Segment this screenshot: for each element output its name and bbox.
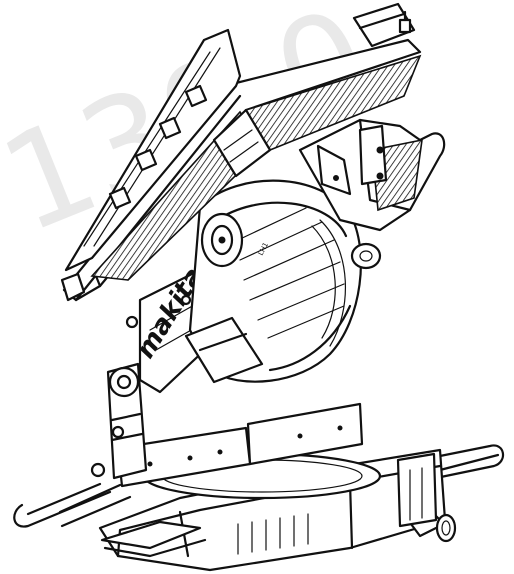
blade-edge: [311, 219, 347, 347]
saw-base: [13, 444, 504, 572]
blade-guard: LH1: [184, 179, 382, 384]
upper-table: [60, 2, 422, 302]
motor-handle: [298, 118, 446, 232]
